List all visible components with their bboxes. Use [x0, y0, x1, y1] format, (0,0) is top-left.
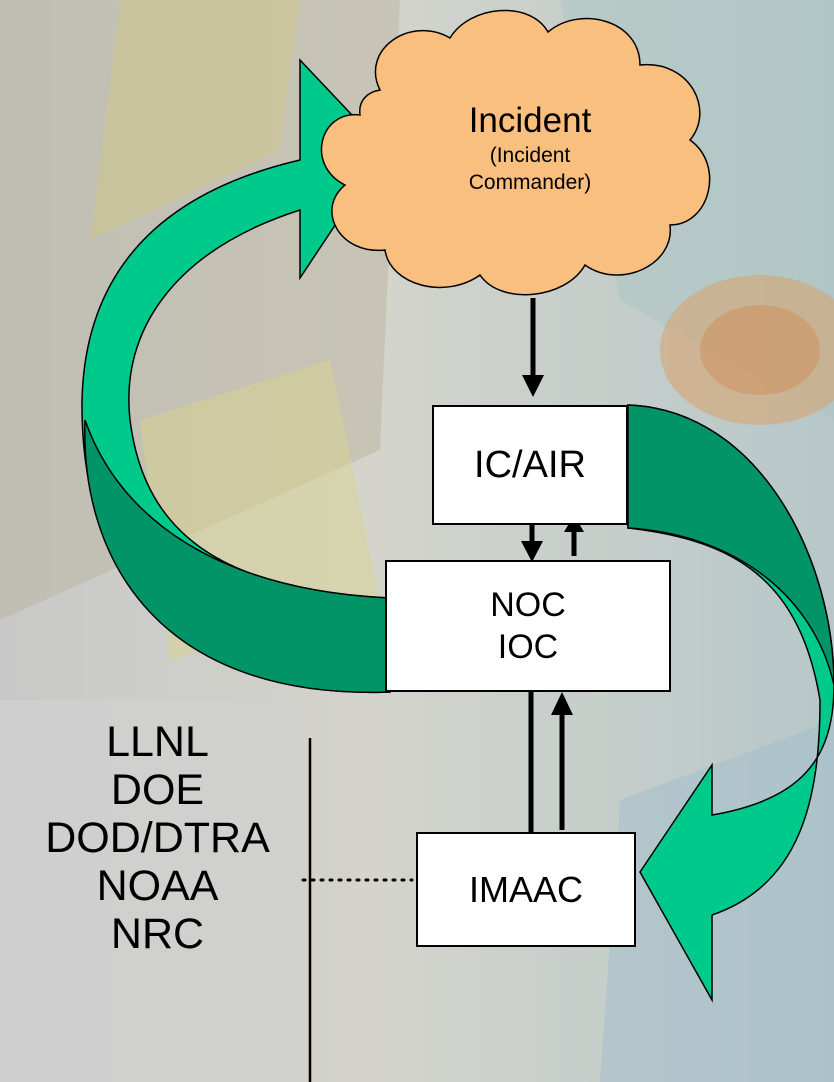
org-item: DOD/DTRA	[45, 814, 270, 862]
ic-air-label: IC/AIR	[474, 443, 586, 486]
org-item: DOE	[110, 766, 205, 814]
imaac-label: IMAAC	[468, 868, 583, 910]
incident-subtitle-line2: Commander)	[468, 171, 592, 194]
ic-air-box: IC/AIR	[432, 405, 628, 525]
org-item: NOAA	[96, 862, 219, 910]
incident-subtitle-line1: (Incident	[489, 144, 571, 167]
incident-cloud	[320, 9, 711, 296]
ioc-label: IOC	[497, 628, 559, 666]
incident-label: Incident (Incident Commander)	[400, 100, 660, 196]
noc-ioc-box: NOC IOC	[385, 560, 671, 692]
imaac-box: IMAAC	[416, 832, 636, 947]
organization-list: LLNL DOE DOD/DTRA NOAA NRC	[20, 718, 295, 958]
cycle-arrow-left-shade	[84, 419, 391, 693]
org-item: LLNL	[106, 718, 209, 766]
noc-label: NOC	[490, 586, 566, 624]
incident-title: Incident	[468, 101, 592, 140]
org-item: NRC	[110, 910, 205, 958]
